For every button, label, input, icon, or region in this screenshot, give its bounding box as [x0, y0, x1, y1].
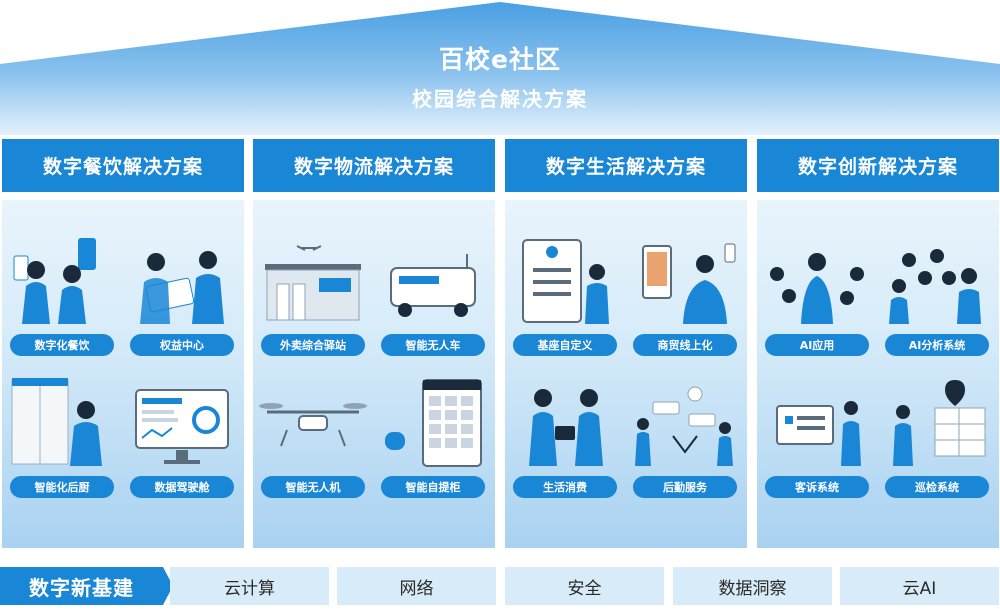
map-pin-illustration	[893, 380, 986, 466]
card-base-customize[interactable]: 基座自定义	[505, 234, 625, 364]
complaint-illustration	[776, 401, 861, 466]
card-label: 客诉系统	[765, 476, 869, 498]
card-life-consumption[interactable]: 生活消费	[505, 376, 625, 506]
shop-phone-illustration	[642, 243, 736, 324]
card-logistics-service[interactable]: 后勤服务	[625, 376, 745, 506]
card-label: 商贸线上化	[633, 334, 737, 356]
foundation-label: 数字新基建	[0, 567, 163, 605]
card-label: 数字化餐饮	[10, 334, 114, 356]
card-unmanned-vehicle[interactable]: 智能无人车	[373, 234, 493, 364]
ai-analytics-illustration	[889, 249, 981, 324]
card-label: 权益中心	[130, 334, 234, 356]
foundation-item-cloud-ai[interactable]: 云AI	[840, 567, 999, 605]
card-complaint-system[interactable]: 客诉系统	[757, 376, 877, 506]
drone-icon	[259, 403, 367, 447]
card-label: 巡检系统	[885, 476, 989, 498]
column-innovation: 数字创新解决方案 AI应用 AI	[757, 139, 999, 548]
card-ai-analytics[interactable]: AI分析系统	[877, 234, 997, 364]
column-dining: 数字餐饮解决方案 数字化餐饮 权益中心	[2, 139, 244, 548]
card-label: 数据驾驶舱	[130, 476, 234, 498]
column-logistics: 数字物流解决方案 外卖综合驿站 智能无人车	[253, 139, 495, 548]
ai-person-illustration	[770, 253, 864, 324]
roof-shape	[0, 2, 1000, 135]
card-delivery-station[interactable]: 外卖综合驿站	[253, 234, 373, 364]
card-smart-kitchen[interactable]: 智能化后厨	[2, 376, 122, 506]
station-illustration	[265, 245, 361, 321]
card-ai-apps[interactable]: AI应用	[757, 234, 877, 364]
brand-title: 百校e社区	[439, 45, 561, 74]
card-label: 外卖综合驿站	[261, 334, 365, 356]
foundation-item-security[interactable]: 安全	[505, 567, 664, 605]
card-label: 智能自提柜	[381, 476, 485, 498]
card-label: AI应用	[765, 334, 869, 356]
card-label: 基座自定义	[513, 334, 617, 356]
people-card-illustration	[140, 251, 224, 324]
delivery-vehicle-illustration	[390, 254, 476, 317]
column-title: 数字物流解决方案	[253, 139, 495, 192]
card-label: AI分析系统	[885, 334, 989, 356]
column-body: AI应用 AI分析系统 客诉	[757, 200, 999, 548]
people-phone-illustration	[13, 238, 96, 324]
foundation-arrow	[163, 567, 173, 605]
shopping-people-illustration	[529, 389, 603, 466]
column-body: 外卖综合驿站 智能无人车 智能无人机	[253, 200, 495, 548]
column-title: 数字餐饮解决方案	[2, 139, 244, 192]
card-drone[interactable]: 智能无人机	[253, 376, 373, 506]
card-digital-dining[interactable]: 数字化餐饮	[2, 234, 122, 364]
card-label: 智能化后厨	[10, 476, 114, 498]
column-body: 基座自定义 商贸线上化 生活消费	[505, 200, 747, 548]
card-label: 智能无人车	[381, 334, 485, 356]
kitchen-illustration	[11, 378, 102, 466]
column-body: 数字化餐饮 权益中心 智能化后厨	[2, 200, 244, 548]
roof-banner: 百校e社区 校园综合解决方案	[0, 0, 1000, 135]
column-title: 数字生活解决方案	[505, 139, 747, 192]
column-title: 数字创新解决方案	[757, 139, 999, 192]
dashboard-illustration	[135, 389, 229, 464]
card-label: 智能无人机	[261, 476, 365, 498]
locker-illustration	[385, 379, 482, 467]
card-online-commerce[interactable]: 商贸线上化	[625, 234, 745, 364]
brand-subtitle: 校园综合解决方案	[412, 87, 588, 111]
service-illustration	[635, 386, 733, 466]
foundation-item-network[interactable]: 网络	[337, 567, 496, 605]
card-label: 后勤服务	[633, 476, 737, 498]
foundation-item-cloud[interactable]: 云计算	[170, 567, 329, 605]
column-life: 数字生活解决方案 基座自定义 商贸线上化	[505, 139, 747, 548]
card-label: 生活消费	[513, 476, 617, 498]
form-illustration	[522, 239, 609, 324]
foundation-item-data-insight[interactable]: 数据洞察	[673, 567, 832, 605]
card-inspection-system[interactable]: 巡检系统	[877, 376, 997, 506]
card-data-cockpit[interactable]: 数据驾驶舱	[122, 376, 242, 506]
card-benefits-center[interactable]: 权益中心	[122, 234, 242, 364]
card-pickup-locker[interactable]: 智能自提柜	[373, 376, 493, 506]
